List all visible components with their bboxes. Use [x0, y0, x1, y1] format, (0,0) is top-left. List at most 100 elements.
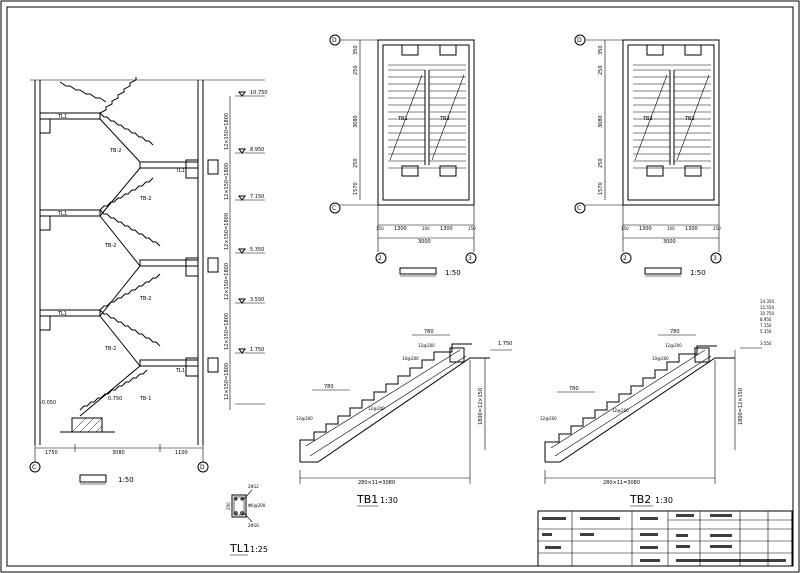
axis-bubble-c	[29, 461, 41, 473]
slab-label: TB-1	[139, 396, 151, 402]
inner-frame	[6, 6, 794, 567]
section-scale: 1:50	[118, 476, 134, 484]
tl1-scale: 1:25	[250, 545, 268, 554]
tb1-rebar: 10@200	[402, 356, 419, 361]
plan1-side-dim: 350	[353, 45, 359, 55]
elevation-markers	[238, 91, 246, 354]
plan2-axis-2-label: 2	[623, 255, 627, 262]
tb1-scale: 1:30	[380, 496, 398, 505]
plan1-dim: 100	[422, 226, 430, 231]
plan2-slab-label: TB2	[642, 116, 653, 122]
plan2-dim: 150	[621, 226, 629, 231]
tl1-stirrup: Φ6@200	[248, 503, 266, 508]
stair-section: 10.750 8.950 7.150 5.350 3.550 1.750 -0.…	[29, 77, 268, 485]
plan2-axis-3	[710, 252, 722, 264]
tb2-elev: 5.350	[760, 329, 772, 334]
tb2-elev: 8.950	[760, 317, 772, 322]
stair-plan-1: TB1 TB2 D C 350 250 3080 250 1570 150 13…	[329, 34, 477, 277]
plan1-side-dim: 3080	[353, 115, 359, 128]
dim-1100: 1100	[175, 450, 188, 456]
plan2-side-dim: 250	[598, 65, 604, 75]
axis-d-label: D	[200, 464, 205, 471]
section-title-block	[79, 474, 107, 483]
beam-label: TL1	[57, 311, 67, 317]
plan1-scale: 1:50	[445, 269, 461, 277]
height-6: 12×150=1800	[224, 363, 230, 400]
slab-label: TB-2	[139, 296, 151, 302]
tb2-title: TB2	[629, 493, 651, 506]
tb2-rebar: 12@200	[612, 408, 629, 413]
plan1-side-dim: 1570	[353, 182, 359, 195]
tb2-elev: 12.550	[760, 305, 774, 310]
plan1-slab-label: TB2	[439, 116, 450, 122]
tb1-mid-dim: 780	[324, 384, 334, 390]
plan1-title-block	[399, 267, 437, 275]
plan2-side-dim: 3080	[598, 115, 604, 128]
plan1-slab-label: TB1	[397, 116, 408, 122]
slab-label: TB-2	[104, 346, 116, 352]
tb2-elev: 10.750	[760, 311, 774, 316]
tl1-detail: 2Φ12 250 2Φ16 Φ6@200 TL1 1:25	[226, 484, 268, 556]
plan1-axis-3	[465, 252, 477, 264]
plan1-axis-3-label: 3	[468, 255, 472, 262]
plan2-title-block	[644, 267, 682, 275]
slab-label: TB-2	[139, 196, 151, 202]
elev-6: 1.750	[250, 347, 264, 353]
tb2-detail: 280×11=3080 1800=12×150 780 780 12@200 1…	[540, 299, 774, 507]
elev-2: 8.950	[250, 147, 264, 153]
dim-1750: 1750	[45, 450, 58, 456]
elev-3: 7.150	[250, 194, 264, 200]
plan2-axis-d-label: D	[577, 37, 582, 44]
tb2-rebar: 12@200	[540, 416, 557, 421]
plan1-axis-c	[329, 202, 341, 214]
tb2-scale: 1:30	[655, 496, 673, 505]
plan1-dim: 1300	[440, 226, 453, 232]
elev-7: -0.050	[40, 400, 56, 406]
slab-label: TB-2	[109, 148, 121, 154]
beam-label: TL1	[57, 114, 67, 120]
tb2-rebar: 12@200	[665, 343, 682, 348]
plan2-side-dim: 250	[598, 158, 604, 168]
tb1-run: 280×11=3080	[358, 480, 395, 486]
plan1-dim: 150	[376, 226, 384, 231]
tl1-side: 250	[226, 502, 231, 510]
plan1-axis-2-label: 2	[378, 255, 382, 262]
plan1-dim: 1300	[394, 226, 407, 232]
tb1-title: TB1	[356, 493, 378, 506]
height-4: 12×150=1800	[224, 263, 230, 300]
tb1-detail: 280×11=3080 1800=12×150 780 780 12@200 1…	[296, 329, 512, 507]
plan1-side-dim: 250	[353, 158, 359, 168]
plan1-dim: 150	[468, 226, 476, 231]
plan1-side-dim: 250	[353, 65, 359, 75]
tb2-mid-dim: 780	[569, 386, 579, 392]
beam-label: TL1	[175, 168, 185, 174]
tb1-rebar: 12@200	[418, 343, 435, 348]
plan1-axis-d-label: D	[332, 37, 337, 44]
axis-c-label: C	[32, 464, 36, 471]
plan2-side-dim: 1570	[598, 182, 604, 195]
plan2-side-dim: 350	[598, 45, 604, 55]
height-3: 12×150=1800	[224, 213, 230, 250]
plan2-total: 3000	[663, 239, 676, 245]
plan2-axis-d	[574, 34, 586, 46]
axis-bubble-d	[197, 461, 209, 473]
height-1: 12×150=1800	[224, 113, 230, 150]
tb2-height: 1800=12×150	[738, 388, 744, 425]
tl1-top: 2Φ12	[248, 484, 259, 489]
plan2-slab-label: TB2	[684, 116, 695, 122]
tb1-rebar: 12@200	[368, 406, 385, 411]
beam-label: TL1	[175, 368, 185, 374]
height-5: 12×150=1800	[224, 313, 230, 350]
plan2-dim: 1300	[685, 226, 698, 232]
tb2-run: 280×11=3080	[603, 480, 640, 486]
elev-1: 10.750	[250, 90, 268, 96]
plan2-dim: 1300	[639, 226, 652, 232]
tl1-bottom: 2Φ16	[248, 523, 259, 528]
tb2-elev: 14.350	[760, 299, 774, 304]
plan2-dim: 150	[713, 226, 721, 231]
tb1-top-elev: 1.750	[498, 341, 512, 347]
plan1-axis-c-label: C	[332, 205, 336, 212]
tb2-elev: 7.150	[760, 323, 772, 328]
